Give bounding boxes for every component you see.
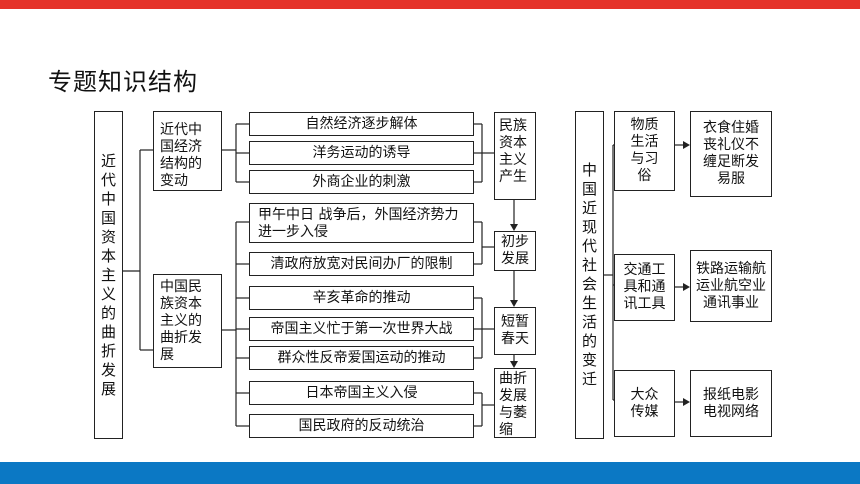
factor-node: 自然经济逐步解体 — [249, 112, 474, 136]
stage-initial-development: 初步发展 — [494, 231, 536, 271]
stage-brief-spring: 短暂春天 — [494, 307, 536, 355]
factor-node: 帝国主义忙于第一次世界大战 — [249, 317, 474, 341]
factor-node: 辛亥革命的推动 — [249, 286, 474, 310]
root-node: 近代中国资本主义的曲折发展 — [94, 111, 123, 439]
factor-node: 国民政府的反动统治 — [249, 414, 474, 438]
factor-node: 甲午中日 战争后，外国经济势力进一步入侵 — [249, 203, 474, 243]
factor-node: 清政府放宽对民间办厂的限制 — [249, 252, 474, 276]
factor-node: 洋务运动的诱导 — [249, 141, 474, 165]
category-material-life: 物质生活与习俗 — [614, 111, 675, 191]
top-accent-bar — [0, 0, 860, 9]
detail-transport-communication: 铁路运输航运业航空业通讯事业 — [690, 250, 772, 322]
category-mass-media: 大众传媒 — [614, 370, 675, 437]
category-transport-communication: 交通工具和通讯工具 — [614, 254, 675, 321]
factor-node: 日本帝国主义入侵 — [249, 381, 474, 405]
detail-mass-media: 报纸电影电视网络 — [690, 370, 772, 437]
detail-material-life: 衣食住婚丧礼仪不缠足断发易服 — [690, 111, 772, 197]
social-change-node: 中国近现代社会生活的变迁 — [575, 111, 604, 439]
factor-node: 外商企业的刺激 — [249, 170, 474, 194]
group-economic-structure: 近代中国经济结构的变动 — [153, 111, 222, 191]
page-title: 专题知识结构 — [48, 68, 198, 96]
factor-node: 群众性反帝爱国运动的推动 — [249, 346, 474, 370]
bottom-accent-bar — [0, 462, 860, 484]
stage-decline: 曲折发展与萎缩 — [494, 368, 536, 438]
group-national-capitalism: 中国民族资本主义的曲折发展 — [153, 274, 222, 368]
stage-emergence: 民族资本主义产生 — [494, 112, 536, 200]
